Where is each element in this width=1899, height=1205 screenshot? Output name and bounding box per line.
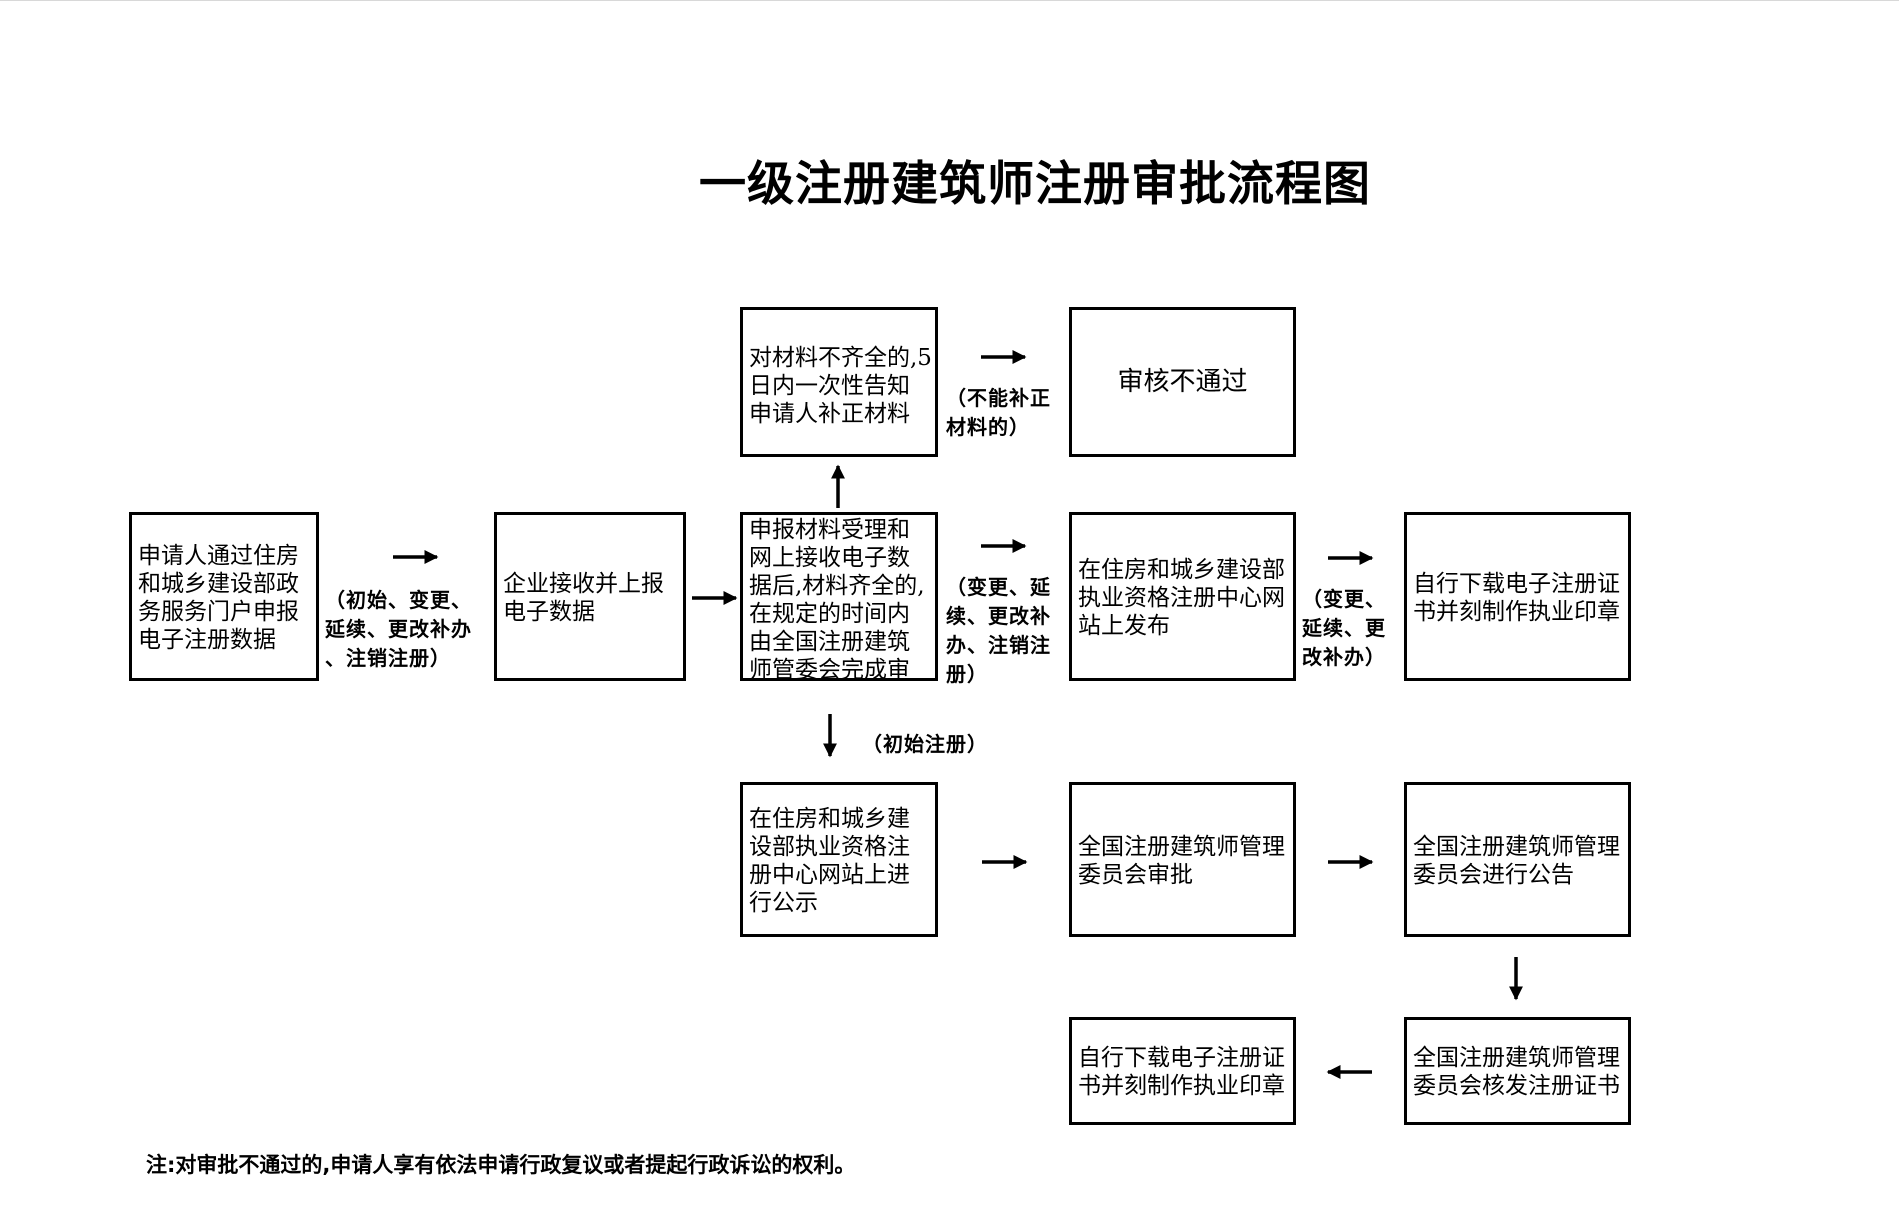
node-review-text: 申报材料受理和网上接收电子数据后,材料齐全的,在规定的时间内由全国注册建筑师管委… (749, 517, 925, 681)
node-committee-issue: 全国注册建筑师管理委员会核发注册证书 (1404, 1017, 1631, 1125)
top-border-line (0, 0, 1899, 1)
node-self-download-top-text: 自行下载电子注册证书并刻制作执业印章 (1413, 570, 1620, 625)
page-title: 一级注册建筑师注册审批流程图 (699, 157, 1371, 212)
node-self-download-bottom-text: 自行下载电子注册证书并刻制作执业印章 (1078, 1045, 1285, 1099)
node-public-notice-text: 在住房和城乡建设部执业资格注册中心网站上进行公示 (749, 805, 910, 916)
edge-label-publish-to-download: （变更、 延续、更 改补办） (1302, 587, 1386, 669)
edge-label-incomplete-to-rejected: （不能补正 材料的） (946, 386, 1051, 439)
node-self-download-bottom: 自行下载电子注册证书并刻制作执业印章 (1069, 1017, 1296, 1125)
node-incomplete: 对材料不齐全的,5日内一次性告知申请人补正材料 (740, 307, 938, 457)
node-self-download-top: 自行下载电子注册证书并刻制作执业印章 (1404, 512, 1631, 681)
node-incomplete-text: 对材料不齐全的,5日内一次性告知申请人补正材料 (749, 345, 932, 427)
node-committee-approve-text: 全国注册建筑师管理委员会审批 (1078, 833, 1285, 888)
node-publish-site: 在住房和城乡建设部执业资格注册中心网站上发布 (1069, 512, 1296, 681)
node-enterprise-text: 企业接收并上报电子数据 (503, 570, 664, 625)
edge-label-applicant-to-enterprise: （初始、变更、 延续、更改补办 、注销注册） (325, 588, 472, 670)
footnote: 注:对审批不通过的,申请人享有依法申请行政复议或者提起行政诉讼的权利。 (146, 1153, 856, 1177)
node-rejected-text: 审核不通过 (1117, 367, 1248, 397)
node-committee-issue-text: 全国注册建筑师管理委员会核发注册证书 (1413, 1045, 1620, 1099)
node-committee-announce-text: 全国注册建筑师管理委员会进行公告 (1413, 833, 1620, 888)
node-publish-site-text: 在住房和城乡建设部执业资格注册中心网站上发布 (1078, 556, 1285, 639)
node-public-notice: 在住房和城乡建设部执业资格注册中心网站上进行公示 (740, 782, 938, 937)
edge-label-review-to-notice: （初始注册） (862, 732, 988, 756)
node-applicant-text: 申请人通过住房和城乡建设部政务服务门户申报电子注册数据 (138, 542, 299, 653)
edge-label-review-to-publish: （变更、延 续、更改补 办、注销注 册） (946, 575, 1051, 686)
node-committee-approve: 全国注册建筑师管理委员会审批 (1069, 782, 1296, 937)
node-applicant: 申请人通过住房和城乡建设部政务服务门户申报电子注册数据 (129, 512, 319, 681)
node-rejected: 审核不通过 (1069, 307, 1296, 457)
node-committee-announce: 全国注册建筑师管理委员会进行公告 (1404, 782, 1631, 937)
node-review: 申报材料受理和网上接收电子数据后,材料齐全的,在规定的时间内由全国注册建筑师管委… (740, 512, 938, 681)
node-enterprise: 企业接收并上报电子数据 (494, 512, 686, 681)
